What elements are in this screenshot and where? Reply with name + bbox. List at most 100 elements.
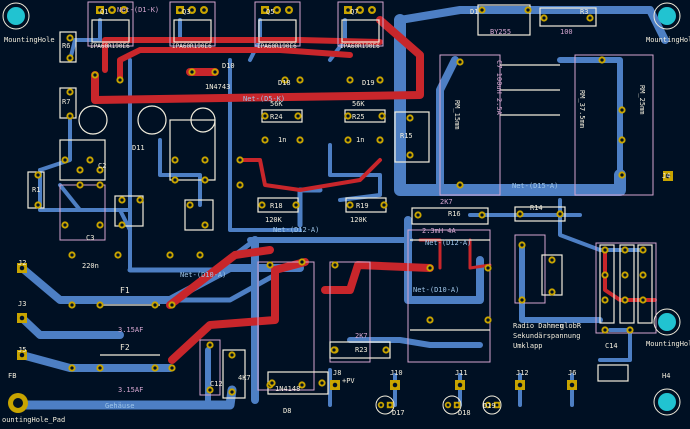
pad-45-drill [458, 60, 462, 64]
pad-91-drill [320, 381, 324, 385]
pad-19-drill [203, 158, 207, 162]
silk-q2 [137, 105, 167, 135]
net-label-d10-a-2: Net-(D10-A) [413, 286, 459, 294]
net-label-d12-a-2: Net-(D12-A) [425, 239, 471, 247]
connector-pad-7-drill [517, 382, 523, 388]
pad-17-drill [98, 183, 102, 187]
ref-j12: J12 [516, 369, 529, 377]
pad-33-drill [263, 138, 267, 142]
pad-52-drill [526, 8, 530, 12]
silk-r1 [27, 171, 45, 209]
silk-r10 [114, 195, 144, 227]
trace-r18 [297, 187, 323, 228]
label-r23-val: 2K7 [355, 332, 368, 340]
pad-58-drill [558, 212, 562, 216]
pad-105-drill [88, 158, 92, 162]
ref-j11: J11 [455, 369, 468, 377]
led-pad-k-0-drill [388, 403, 392, 407]
pad-12-drill [36, 173, 40, 177]
pad-47-drill [600, 58, 604, 62]
pad-13-drill [36, 203, 40, 207]
trace-f1-top [166, 246, 274, 309]
trace-c7 [436, 56, 459, 189]
mounting-hole-h1-icon-ring [2, 2, 30, 30]
pad-54-drill [588, 16, 592, 20]
label-umklapp: Umklapp [513, 342, 543, 350]
label-4k7: 4K7 [238, 374, 251, 382]
label-rm-1: RM_25mm [638, 85, 646, 115]
silk-r30 [637, 244, 653, 324]
label-r18-val: 120K [265, 216, 283, 224]
pad-78-drill [623, 248, 627, 252]
outline-q5 [254, 1, 301, 47]
connector-pad-8-drill [569, 382, 575, 388]
trace-f2 [18, 351, 174, 372]
ref-j10: J10 [390, 369, 403, 377]
pad-18-drill [173, 158, 177, 162]
trace-c10 [238, 158, 382, 192]
pad-q-top-0-drill [98, 8, 102, 12]
trace-c4 [158, 138, 202, 207]
pad-5-drill [298, 78, 302, 82]
led-pad-a-1-drill [446, 403, 450, 407]
pad-29-drill [263, 114, 267, 118]
ref-q5: Q5 [266, 8, 274, 16]
outline-q1 [87, 1, 134, 47]
trace-c2 [58, 183, 132, 212]
pad-61-drill [428, 318, 432, 322]
led-outline-1 [442, 395, 462, 415]
ref-d11: D11 [132, 144, 145, 152]
pad-4-drill [283, 78, 287, 82]
silk-d1 [477, 4, 531, 36]
pad-71-drill [520, 243, 524, 247]
pad-79-drill [623, 273, 627, 277]
silk-r16 [411, 207, 489, 225]
ref-q1: Q1 [100, 8, 108, 16]
ref-j6: J6 [568, 369, 576, 377]
led-pad-k-1-drill [455, 403, 459, 407]
silk-c4-block [169, 119, 216, 181]
ref-r14: R14 [530, 204, 543, 212]
ref-j4: J4 [662, 172, 670, 180]
pad-23-drill [138, 198, 142, 202]
ref-r15: R15 [400, 132, 413, 140]
pad-q-top-c-0-drill [122, 8, 126, 12]
pad-40-drill [382, 203, 386, 207]
pad-99-drill [170, 366, 174, 370]
mounting-hole-h2-icon-ring [653, 2, 681, 30]
label-mh1: MountingHole [4, 36, 55, 44]
pad-83-drill [641, 298, 645, 302]
label-f2-val: 3.15AF [118, 386, 143, 394]
pad-43-drill [408, 116, 412, 120]
silk-d2-block [59, 139, 106, 181]
outline-c-mid [329, 261, 371, 363]
ref-r16: R16 [448, 210, 461, 218]
label-f2: F2 [120, 343, 130, 352]
pad-2-drill [190, 70, 194, 74]
pad-95-drill [170, 303, 174, 307]
pad-8-drill [68, 36, 72, 40]
pad-104-drill [63, 158, 67, 162]
outline-c12 [199, 339, 221, 396]
silk-q3 [173, 19, 212, 43]
label-c7-val: C7 100uH 2.5A [495, 60, 503, 116]
pad-22-drill [120, 198, 124, 202]
pad-24-drill [120, 223, 124, 227]
label-q1-type: IPA60R190E6 [90, 43, 130, 50]
ref-c3: C3 [86, 234, 94, 242]
silk-q5 [258, 19, 297, 43]
pad-93-drill [98, 303, 102, 307]
pad-98-drill [153, 366, 157, 370]
pad-35-drill [346, 138, 350, 142]
ref-d1: D1 [470, 8, 478, 16]
label-q5-type: IPA60R190E6 [257, 43, 297, 50]
label-rm-2: RM_37.5mm [578, 90, 586, 128]
net-label-d5-k: Net-(D5-K) [243, 95, 285, 103]
trace-c14 [519, 242, 603, 323]
ref-d16: D19 [362, 79, 375, 87]
pad-q-top-b-2-drill [275, 8, 279, 12]
mounting-hole-h2-icon [658, 7, 676, 25]
trace-center [228, 58, 302, 232]
pad-q-top-3-drill [346, 8, 350, 12]
